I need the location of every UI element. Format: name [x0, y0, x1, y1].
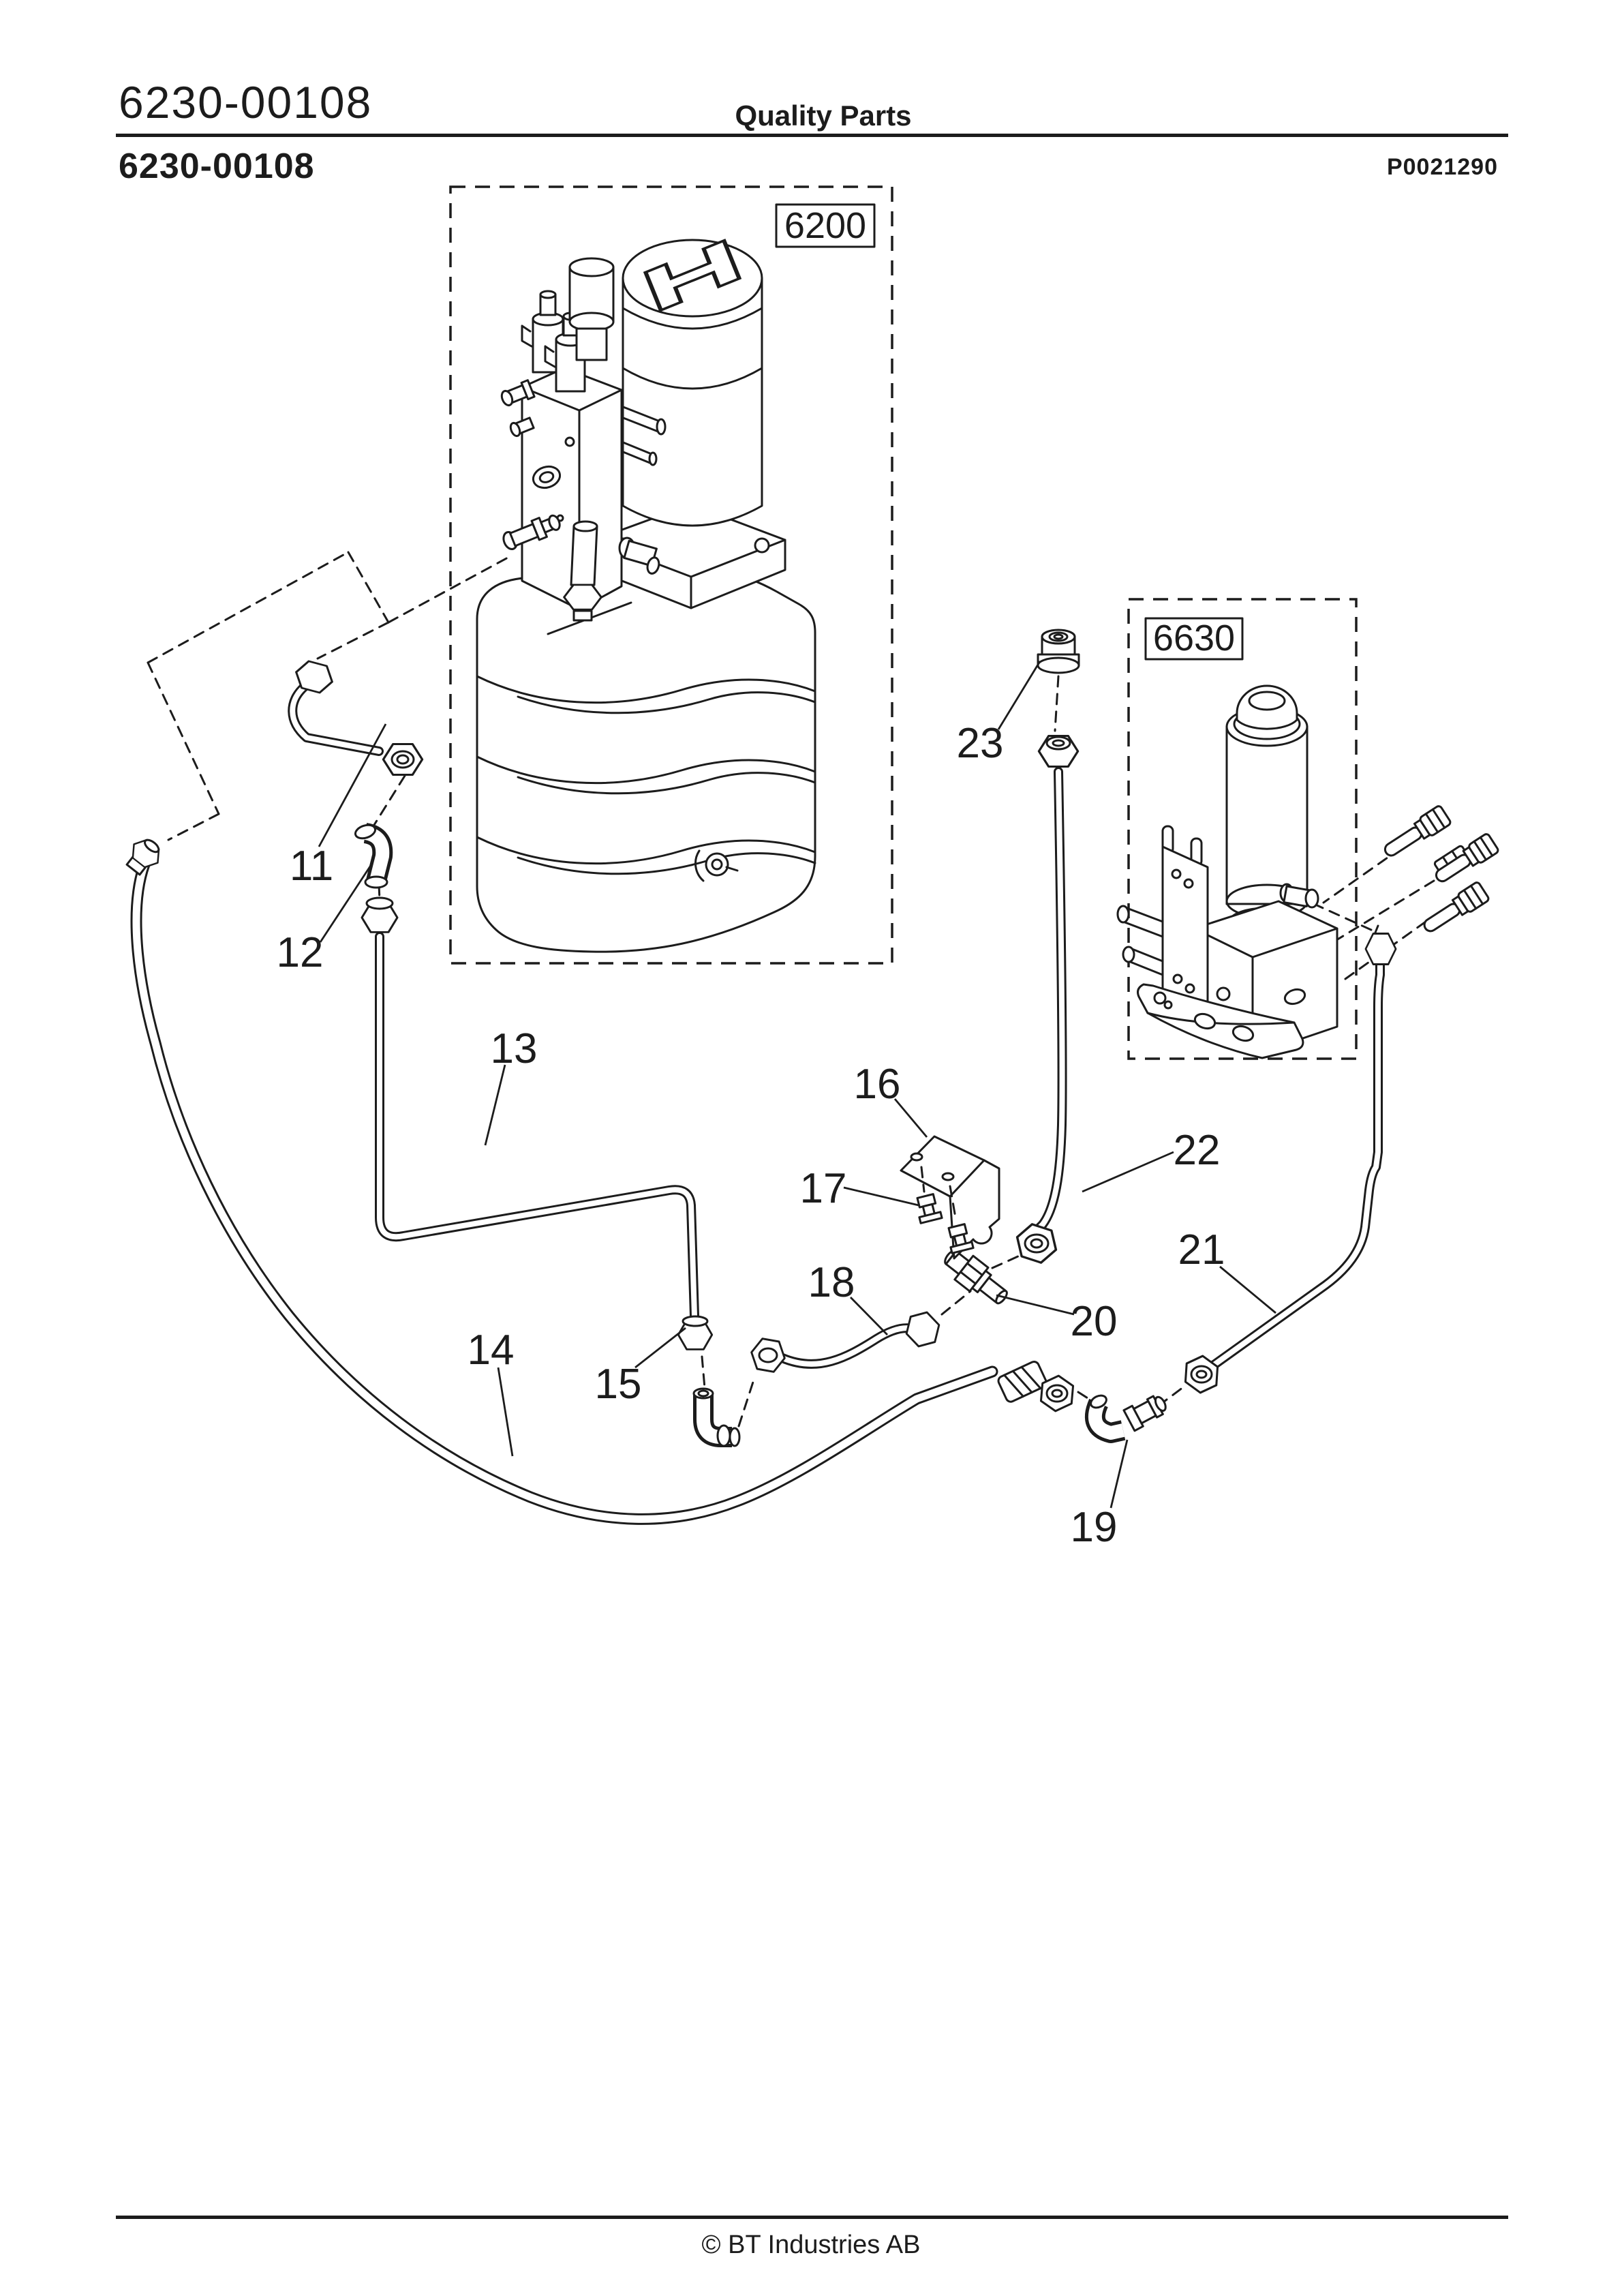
mounting-bolts [1383, 805, 1499, 933]
document-code: P0021290 [1386, 154, 1498, 180]
bracket-pin [1116, 905, 1164, 938]
filler-neck [563, 520, 602, 622]
hose14-start-fitting [125, 834, 166, 876]
header-part-number: 6230-00108 [119, 77, 373, 127]
hose18-right-nut [901, 1309, 945, 1350]
callout-23: 23 [957, 720, 1004, 767]
part-17-bolt [916, 1193, 943, 1224]
part-20-union [944, 1250, 1008, 1305]
pipe21-top-nut [1364, 924, 1397, 965]
hydraulic-tank [476, 564, 816, 953]
block-port-fitting [509, 417, 535, 438]
hose-18 [782, 1328, 915, 1364]
cylinder-bracket [1116, 825, 1209, 1018]
valve-block [500, 257, 667, 611]
callout-15: 15 [595, 1361, 642, 1408]
assembly-label-6630[interactable]: 6630 [1144, 617, 1244, 661]
callout-18: 18 [808, 1259, 855, 1306]
pipe21-bottom-nut [1177, 1351, 1226, 1398]
part-16-bracket [900, 1135, 1000, 1260]
callout-22: 22 [1174, 1127, 1221, 1174]
tank-elbow-fitting [618, 537, 660, 575]
header-rule [116, 134, 1508, 137]
callout-11: 11 [290, 843, 333, 890]
assembly-label-6200[interactable]: 6200 [775, 203, 876, 248]
cylinder-assembly-6630 [1116, 684, 1338, 1059]
header-title: Quality Parts [735, 100, 912, 132]
hose22-end-nut [1011, 1220, 1062, 1267]
pipe-13 [380, 937, 694, 1316]
callout-19: 19 [1071, 1504, 1118, 1551]
callout-12: 12 [277, 929, 324, 976]
pipe13-top-nut [361, 896, 399, 933]
block-pins [620, 405, 667, 466]
callout-numbers: 11 12 13 14 15 16 17 18 19 20 21 22 23 [277, 720, 1225, 1551]
callout-16: 16 [854, 1061, 901, 1108]
callout-leaders [318, 661, 1276, 1509]
part-12-elbow [354, 823, 387, 888]
callout-14: 14 [468, 1327, 515, 1374]
hose18-left-nut [748, 1336, 789, 1374]
bracket-pin [1122, 946, 1164, 976]
assembly-6200-boundary [449, 185, 893, 965]
base-rail [1137, 983, 1304, 1059]
bolt [1383, 805, 1452, 857]
pipe-22 [1037, 772, 1062, 1230]
part-23-adapter [1037, 629, 1080, 674]
lift-cylinder [1225, 684, 1319, 919]
callout-21: 21 [1178, 1226, 1225, 1273]
part-11-pipe [292, 657, 424, 776]
callout-13: 13 [491, 1025, 538, 1072]
assembly-label-6630-text[interactable]: 6630 [1153, 618, 1235, 659]
footer-copyright: © BT Industries AB [701, 2231, 921, 2259]
part-17-bolt [947, 1223, 975, 1254]
footer-rule [116, 2216, 1508, 2219]
section-heading: 6230-00108 [119, 147, 315, 186]
projection-plane-dashes [147, 551, 509, 841]
pipe13-bottom-nut [677, 1315, 714, 1350]
assembly-label-6200-text[interactable]: 6200 [784, 205, 866, 246]
hose14-end-fitting [997, 1360, 1081, 1416]
callout-17: 17 [800, 1165, 847, 1212]
breather-cap [568, 257, 615, 361]
part-19-elbow [1089, 1392, 1167, 1433]
cylinder-port-fitting [1279, 883, 1319, 909]
pump-motor [622, 239, 763, 527]
block-suction-fitting [502, 514, 561, 551]
tank-drain-plug [694, 849, 739, 882]
part-15-elbow [692, 1389, 739, 1446]
motor-logo-H [643, 239, 742, 312]
hose22-top-nut [1037, 734, 1080, 768]
callout-20: 20 [1071, 1298, 1118, 1345]
block-port-fitting [500, 379, 536, 407]
pump-assembly-6200 [476, 239, 816, 953]
bolt [1435, 833, 1499, 883]
bolt [1423, 881, 1490, 933]
